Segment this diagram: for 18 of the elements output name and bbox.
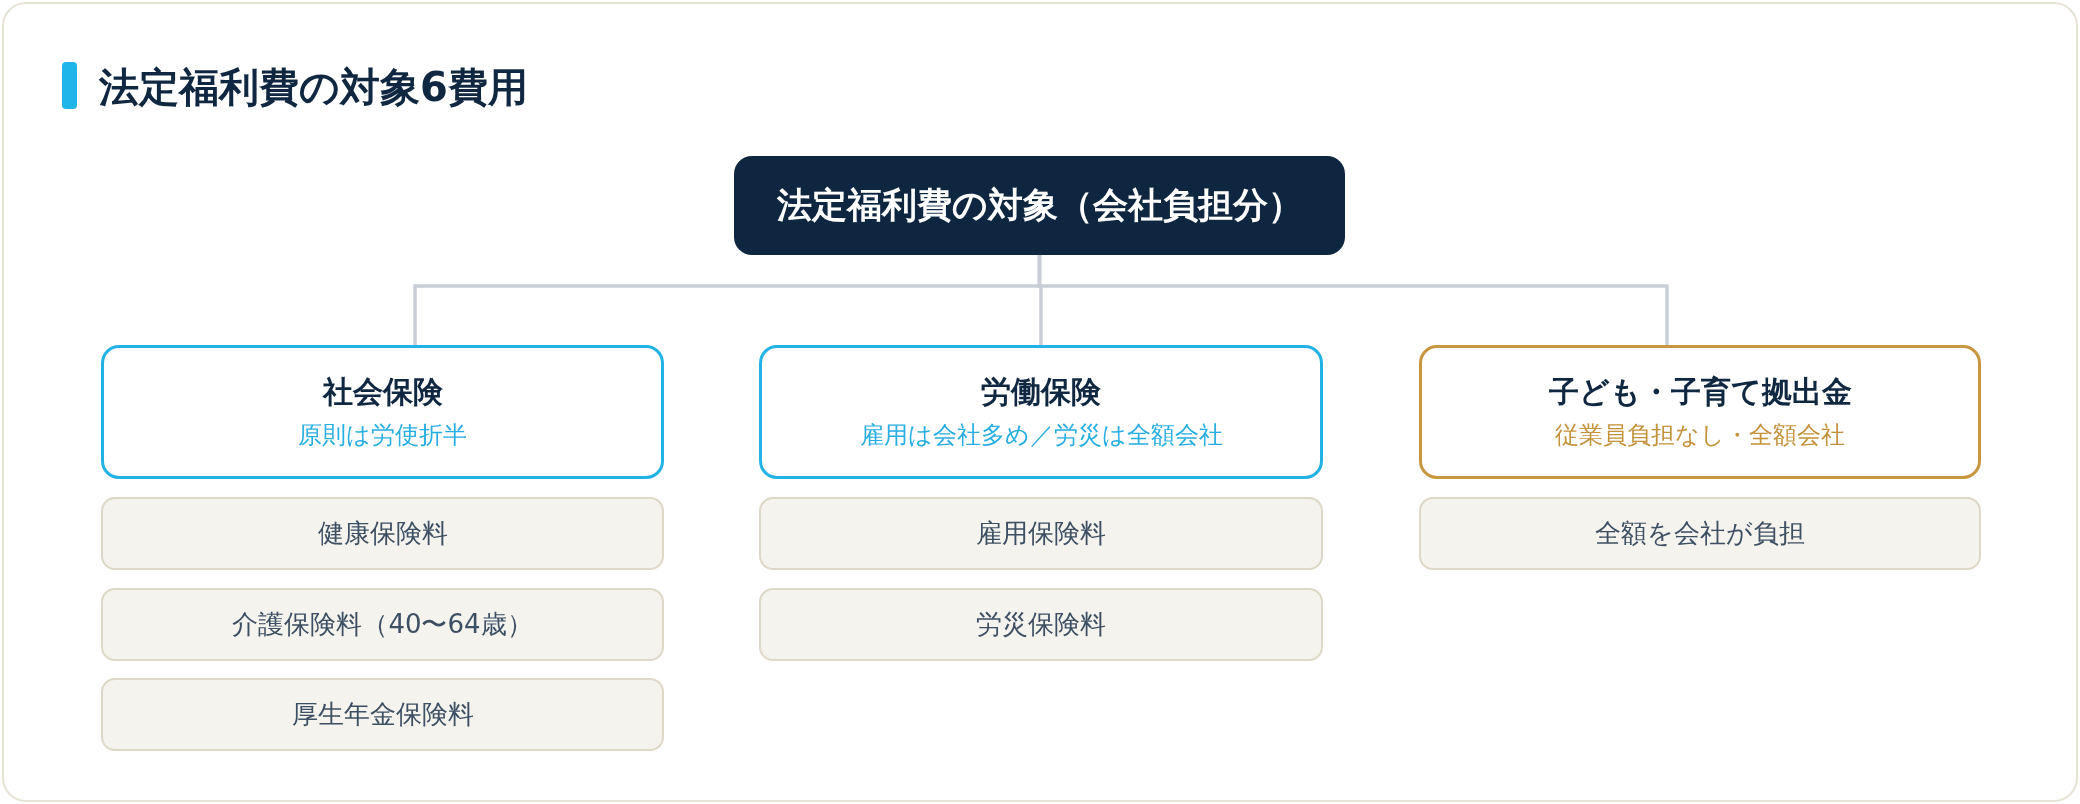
item-box: 厚生年金保険料 bbox=[101, 678, 664, 751]
item-box: 雇用保険料 bbox=[759, 497, 1323, 570]
heading: 社会保険 bbox=[322, 374, 443, 410]
title: 法定福利費の対象6費用 bbox=[99, 63, 528, 112]
item-box: 全額を会社が負担 bbox=[1419, 497, 1981, 570]
root-box: 法定福利費の対象（会社負担分） bbox=[734, 156, 1345, 255]
subheading: 従業員負担なし・全額会社 bbox=[1555, 421, 1845, 450]
category-box bbox=[101, 345, 664, 479]
subheading: 雇用は会社多め／労災は全額会社 bbox=[859, 421, 1223, 450]
connector-line bbox=[1037, 255, 1669, 345]
item-box: 介護保険料（40〜64歳） bbox=[101, 588, 664, 661]
category-box bbox=[1419, 345, 1981, 479]
heading: 子ども・子育て拠出金 bbox=[1548, 374, 1852, 410]
item-box: 健康保険料 bbox=[101, 497, 664, 570]
heading: 労働保険 bbox=[981, 374, 1101, 410]
subheading: 原則は労使折半 bbox=[298, 421, 467, 450]
item-box: 労災保険料 bbox=[759, 588, 1323, 661]
category-box bbox=[759, 345, 1323, 479]
